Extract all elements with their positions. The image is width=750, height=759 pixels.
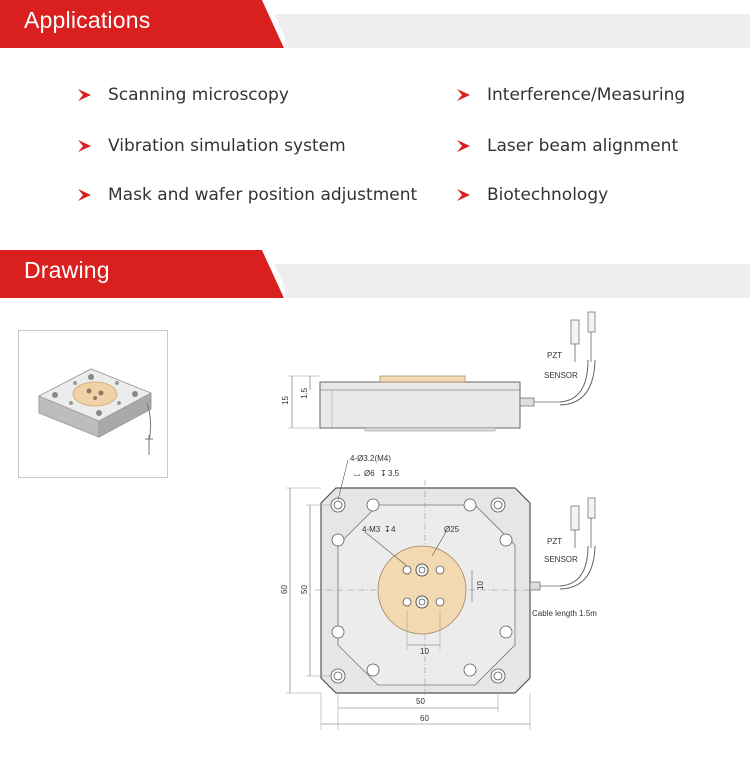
red-chevron-arrow-icon [78, 89, 91, 101]
label-sensor-2: SENSOR [544, 555, 578, 564]
label-holes-inner-depth: 4 [391, 525, 396, 534]
list-item: Scanning microscopy [76, 83, 289, 107]
header-tab: Drawing [0, 250, 285, 298]
list-item: Interference/Measuring [455, 83, 685, 107]
dim-width-outer: 60 [420, 714, 429, 723]
header-tab-shape [0, 0, 285, 48]
label-holes-outer: 4-Ø3.2(M4) [350, 454, 391, 463]
red-chevron-arrow-icon [457, 189, 470, 201]
list-item-label: Biotechnology [487, 185, 609, 205]
list-item: Laser beam alignment [455, 134, 678, 158]
label-counterbore-symbol: ⌴ [354, 469, 360, 478]
top-view [286, 459, 596, 730]
dim-inner-10-v: 10 [476, 581, 485, 590]
label-counterbore: Ø6 [364, 469, 375, 478]
list-item-label: Interference/Measuring [487, 85, 686, 105]
list-item: Biotechnology [455, 183, 608, 207]
label-center-dia: Ø25 [444, 525, 460, 534]
label-pzt: PZT [547, 351, 562, 360]
depth-symbol: ↧ [380, 469, 387, 478]
header-tab: Applications [0, 0, 285, 48]
red-chevron-arrow-icon [457, 140, 470, 152]
header-tab-shape [0, 250, 285, 298]
list-item-label: Mask and wafer position adjustment [108, 185, 418, 205]
section-title: Drawing [24, 257, 110, 283]
drawing-header: Drawing [0, 250, 750, 298]
side-view [288, 311, 596, 432]
list-item-label: Vibration simulation system [108, 136, 346, 156]
dim-height-inner: 50 [300, 585, 309, 594]
section-title: Applications [24, 7, 151, 33]
dim-width-inner: 50 [416, 697, 425, 706]
label-holes-inner: 4-M3 [362, 525, 381, 534]
dim-side-step: 1.5 [300, 387, 309, 399]
product-photo [18, 330, 168, 478]
list-item: Vibration simulation system [76, 134, 346, 158]
label-cable-length: Cable length 1.5m [532, 609, 597, 618]
red-chevron-arrow-icon [457, 89, 470, 101]
dim-height-outer: 60 [280, 585, 289, 594]
red-chevron-arrow-icon [78, 189, 91, 201]
label-sensor: SENSOR [544, 371, 578, 380]
technical-drawing: 15 1.5 PZT SENSOR [280, 311, 597, 730]
stage-3d-illustration [38, 368, 153, 455]
list-item-label: Scanning microscopy [108, 85, 289, 105]
label-pzt-2: PZT [547, 537, 562, 546]
list-item-label: Laser beam alignment [487, 136, 679, 156]
label-counterbore-depth: 3.5 [388, 469, 400, 478]
depth-symbol: ↧ [384, 525, 391, 534]
dim-inner-10-h: 10 [420, 647, 429, 656]
applications-header: Applications [0, 0, 750, 48]
list-item: Mask and wafer position adjustment [76, 183, 417, 207]
dim-side-height: 15 [281, 396, 290, 405]
red-chevron-arrow-icon [78, 140, 91, 152]
